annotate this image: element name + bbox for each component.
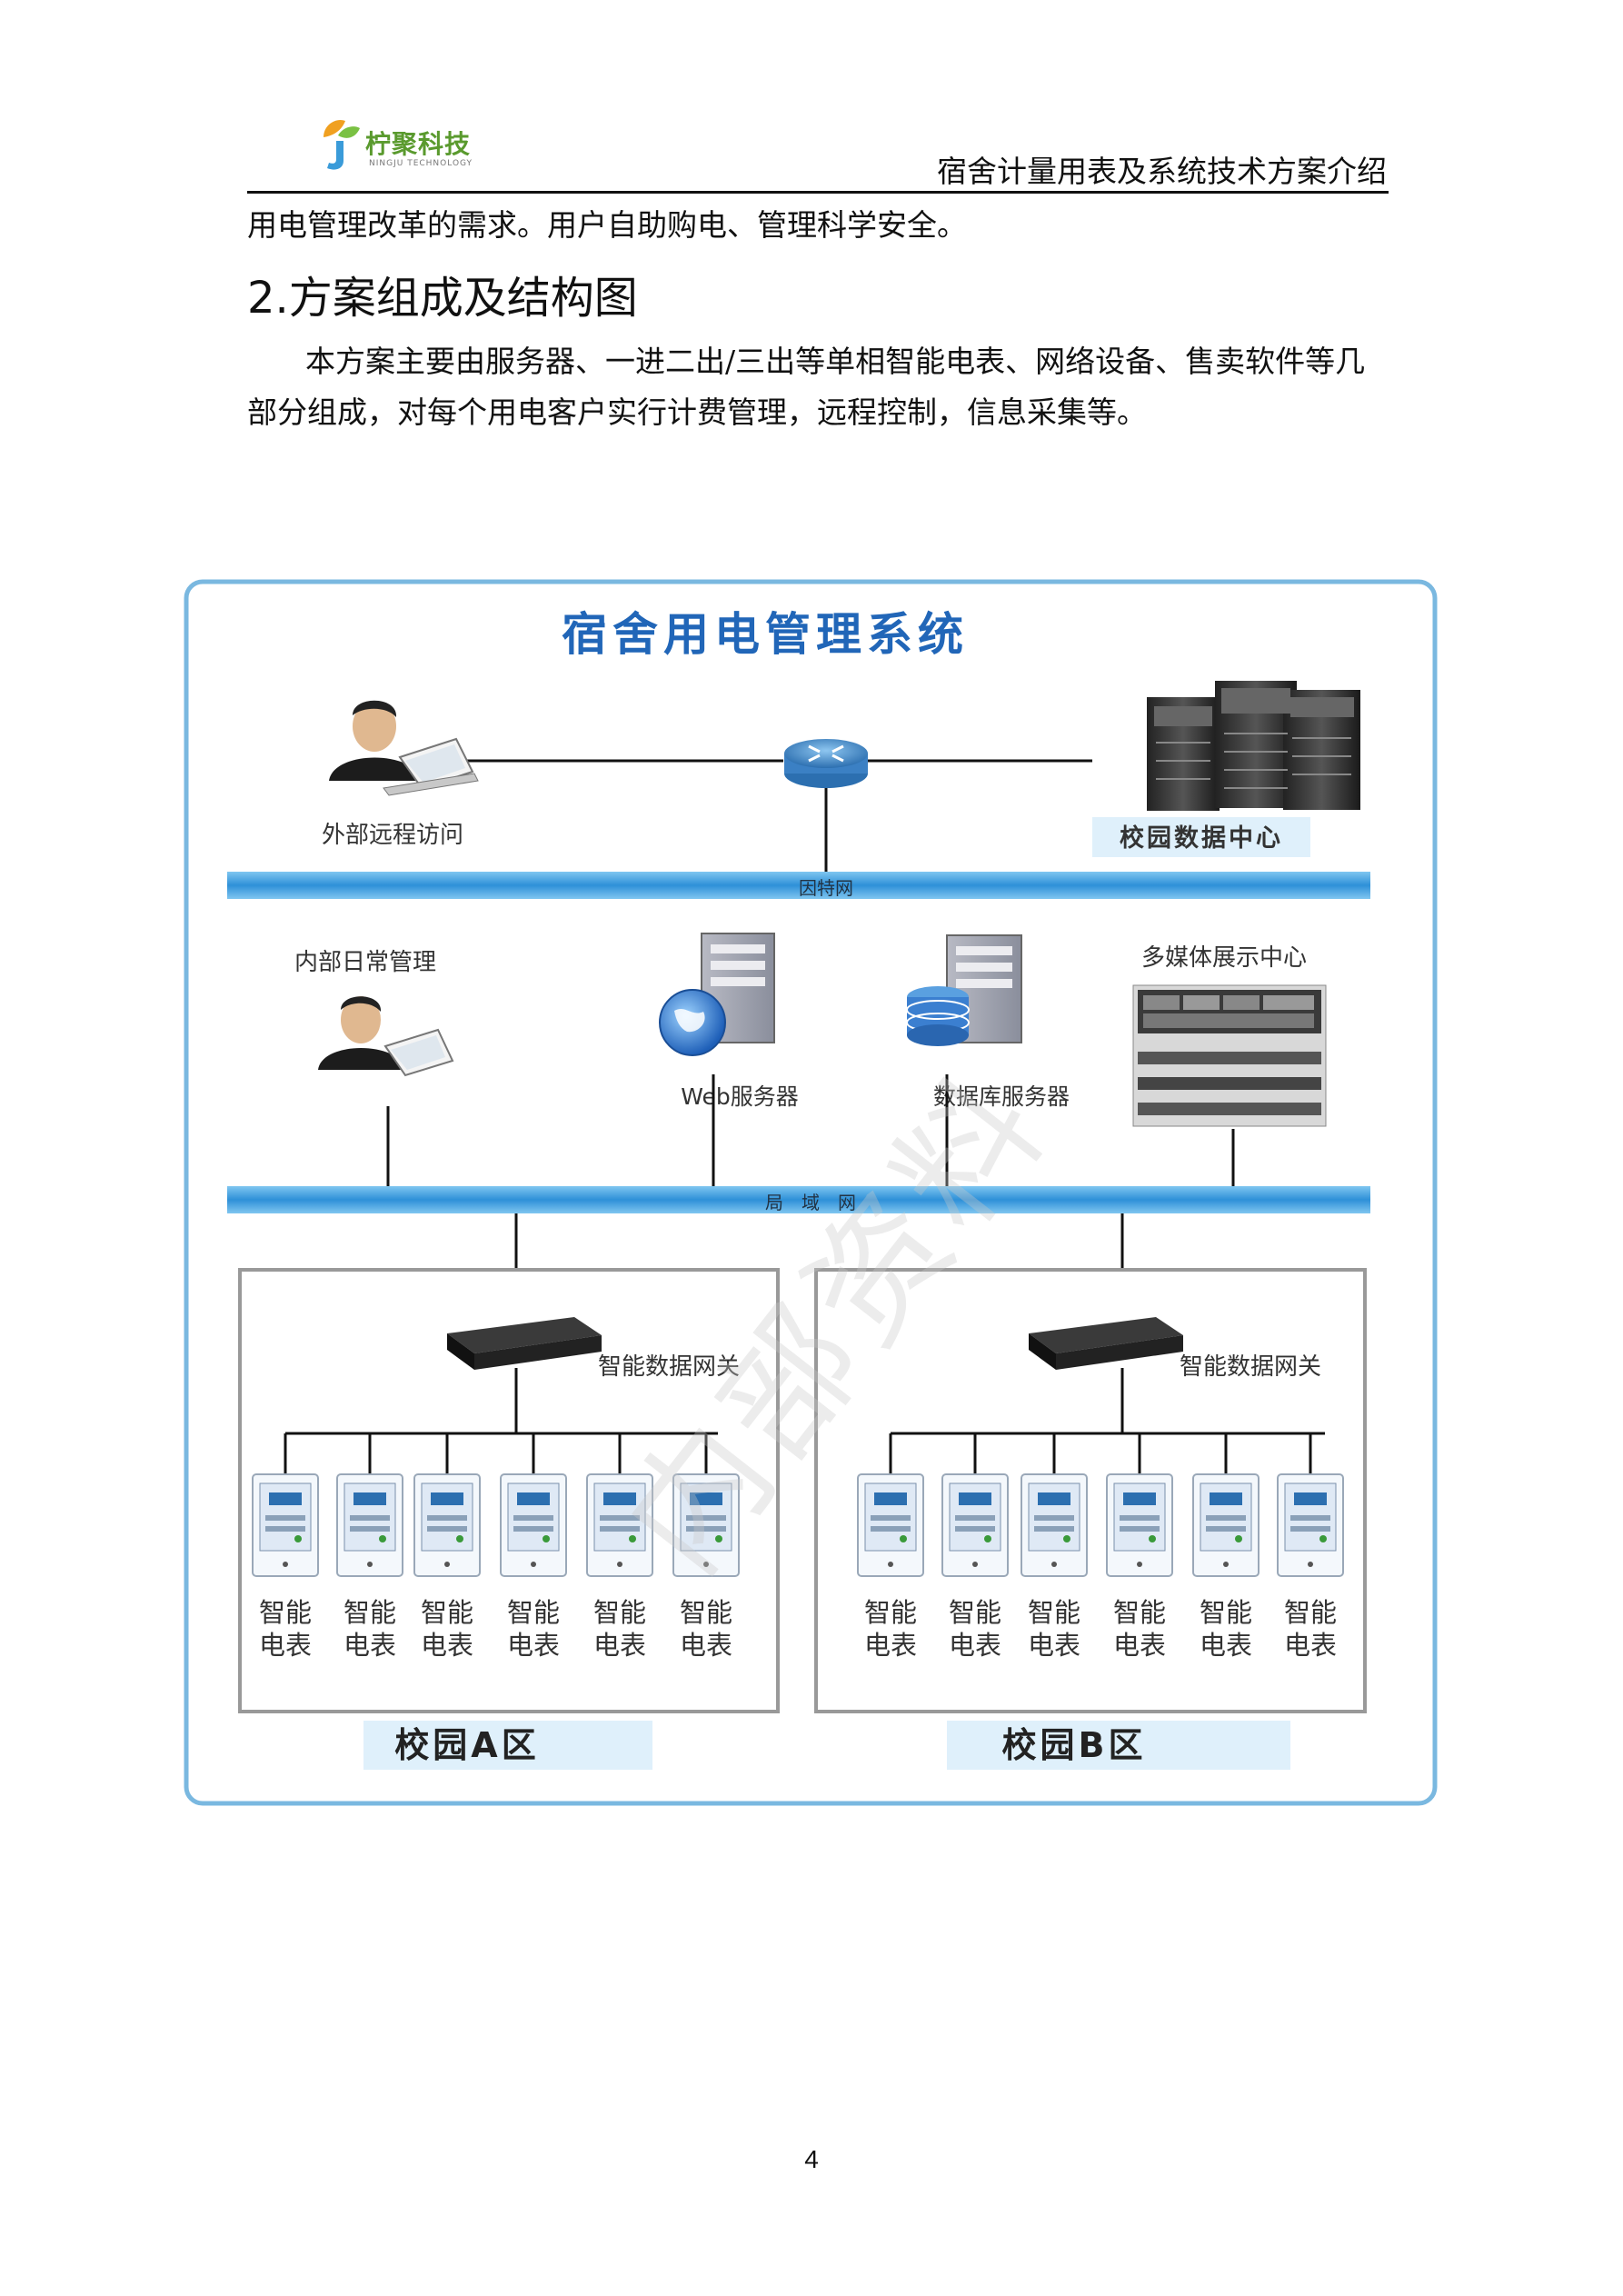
smart-meter-10: 智能电表 [1106,1433,1173,1661]
logo-name: 柠聚科技 [365,129,472,159]
meter-label-line1: 智能 [864,1597,917,1628]
document-title: 宿舍计量用表及系统技术方案介绍 [937,154,1387,189]
meter-label-line2: 电表 [259,1630,312,1661]
page-number: 4 [804,2145,819,2173]
meter-label-line1: 智能 [1284,1597,1337,1628]
header-divider [247,191,1389,194]
meter-label-line1: 智能 [949,1597,1001,1628]
db-server-label: 数据库服务器 [933,1083,1070,1110]
smart-meter-12: 智能电表 [1277,1433,1344,1661]
smart-meter-8: 智能电表 [941,1433,1009,1661]
meter-group: 智能电表智能电表智能电表智能电表智能电表智能电表智能电表智能电表智能电表智能电表… [252,1433,1344,1661]
meter-label-line1: 智能 [1113,1597,1166,1628]
web-server-icon [659,933,775,1056]
meter-label-line1: 智能 [344,1597,396,1628]
web-server-label: Web服务器 [681,1083,799,1110]
system-structure-diagram: 宿舍用电管理系统 外部远程访问 校园数据中心 因特网 [184,579,1438,1806]
meter-label-line2: 电表 [949,1630,1001,1661]
internal-management-label: 内部日常管理 [294,949,436,976]
paragraph-intro: 本方案主要由服务器、一进二出/三出等单相智能电表、网络设备、售卖软件等几部分组成… [247,344,1366,430]
gateway-b-label: 智能数据网关 [1180,1353,1321,1381]
lan-label: 局 域 网 [765,1192,856,1213]
diagram-title: 宿舍用电管理系统 [562,608,969,661]
logo-subtitle: NINGJU TECHNOLOGY [369,159,473,168]
database-server-icon [906,934,1022,1046]
meter-label-line2: 电表 [1200,1630,1252,1661]
meter-label-line1: 智能 [680,1597,732,1628]
gateway-b-icon [1029,1317,1183,1370]
meter-label-line2: 电表 [864,1630,917,1661]
external-user-icon [329,700,479,796]
meter-label-line1: 智能 [1200,1597,1252,1628]
paragraph-continued: 用电管理改革的需求。用户自助购电、管理科学安全。 [247,207,967,243]
smart-meter-4: 智能电表 [500,1433,567,1661]
section-heading: 2.方案组成及结构图 [247,273,638,324]
multimedia-room-image [1132,984,1327,1127]
company-logo: 柠聚科技 NINGJU TECHNOLOGY [318,114,491,177]
smart-meter-6: 智能电表 [672,1433,740,1661]
external-access-label: 外部远程访问 [322,822,463,849]
smart-meter-3: 智能电表 [413,1433,481,1661]
gateway-a-icon [447,1317,602,1370]
smart-meter-1: 智能电表 [252,1433,319,1661]
meter-label-line1: 智能 [593,1597,646,1628]
meter-label-line1: 智能 [1028,1597,1080,1628]
server-rack-icon [1147,681,1360,811]
zone-a-box [238,1268,780,1713]
internet-bus [227,872,1370,899]
smart-meter-11: 智能电表 [1192,1433,1260,1661]
internal-user-icon [318,996,454,1077]
diagram-svg: 宿舍用电管理系统 外部远程访问 校园数据中心 因特网 [184,579,1438,1806]
meter-label-line1: 智能 [259,1597,312,1628]
meter-label-line2: 电表 [593,1630,646,1661]
meter-label-line2: 电表 [421,1630,473,1661]
meter-label-line2: 电表 [1284,1630,1337,1661]
meter-label-line1: 智能 [421,1597,473,1628]
smart-meter-9: 智能电表 [1021,1433,1088,1661]
multimedia-label: 多媒体展示中心 [1141,944,1307,972]
lan-bus [227,1186,1370,1213]
gateway-a-label: 智能数据网关 [598,1353,740,1381]
zone-b-box [814,1268,1367,1713]
meter-label-line2: 电表 [344,1630,396,1661]
meter-label-line2: 电表 [1113,1630,1166,1661]
meter-label-line1: 智能 [507,1597,560,1628]
zone-a-label: 校园A区 [394,1725,539,1765]
meter-label-line2: 电表 [680,1630,732,1661]
smart-meter-2: 智能电表 [336,1433,403,1661]
logo-leaf-icon [324,119,360,170]
meter-label-line2: 电表 [507,1630,560,1661]
meter-label-line2: 电表 [1028,1630,1080,1661]
internet-label: 因特网 [799,877,853,899]
zone-b-label: 校园B区 [1002,1725,1147,1765]
smart-meter-7: 智能电表 [857,1433,924,1661]
router-icon [784,739,868,788]
smart-meter-5: 智能电表 [586,1433,653,1661]
data-center-label: 校园数据中心 [1120,824,1283,853]
